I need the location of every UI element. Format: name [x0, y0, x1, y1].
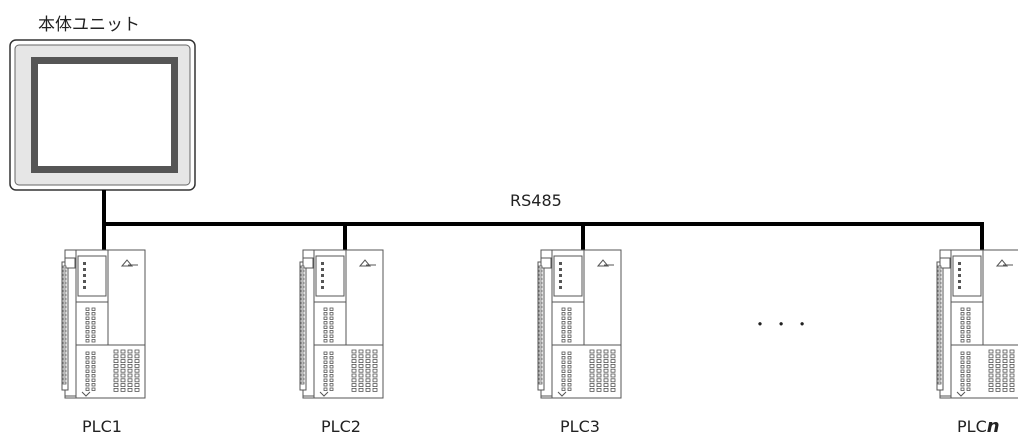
plc-device-4: [936, 249, 1018, 399]
ellipsis: ・ ・ ・: [752, 315, 810, 334]
plc-label-1: PLC1: [82, 417, 122, 436]
plc-device-1: [61, 249, 146, 399]
main-unit-device: [9, 39, 196, 191]
plc-label-2: PLC2: [321, 417, 361, 436]
plc-devices: [61, 249, 1018, 399]
plc-device-3: [537, 249, 622, 399]
bus-label: RS485: [510, 191, 562, 210]
plc-label-n: PLCn: [957, 416, 1000, 437]
plc-device-2: [299, 249, 384, 399]
plc-label-3: PLC3: [560, 417, 600, 436]
main-unit-label: 本体ユニット: [38, 15, 140, 35]
